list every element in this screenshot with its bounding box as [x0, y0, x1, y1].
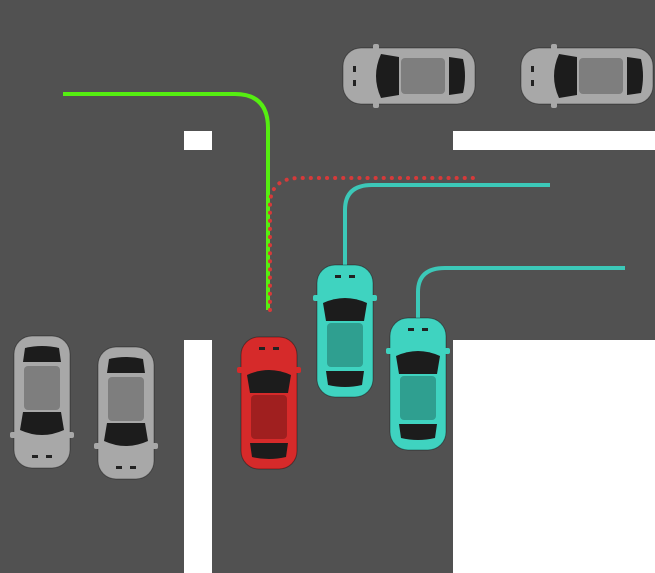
- curb-block-bottom-right: [453, 340, 655, 573]
- teal-path-2: [416, 266, 625, 322]
- red-car: [237, 336, 301, 470]
- parked-car-top-2: [520, 44, 654, 108]
- lane-marking-right-top: [453, 131, 655, 150]
- parked-car-left-2: [94, 346, 158, 480]
- lane-marking-left-bottom: [184, 340, 212, 573]
- parked-car-left-1: [10, 335, 74, 469]
- lane-marking-left-top: [184, 131, 212, 150]
- parked-car-top-1: [342, 44, 476, 108]
- teal-car-1: [313, 264, 377, 398]
- teal-path-1: [343, 183, 550, 270]
- red-dotted-path: [268, 176, 475, 312]
- green-path: [63, 92, 270, 310]
- teal-car-2: [386, 317, 450, 451]
